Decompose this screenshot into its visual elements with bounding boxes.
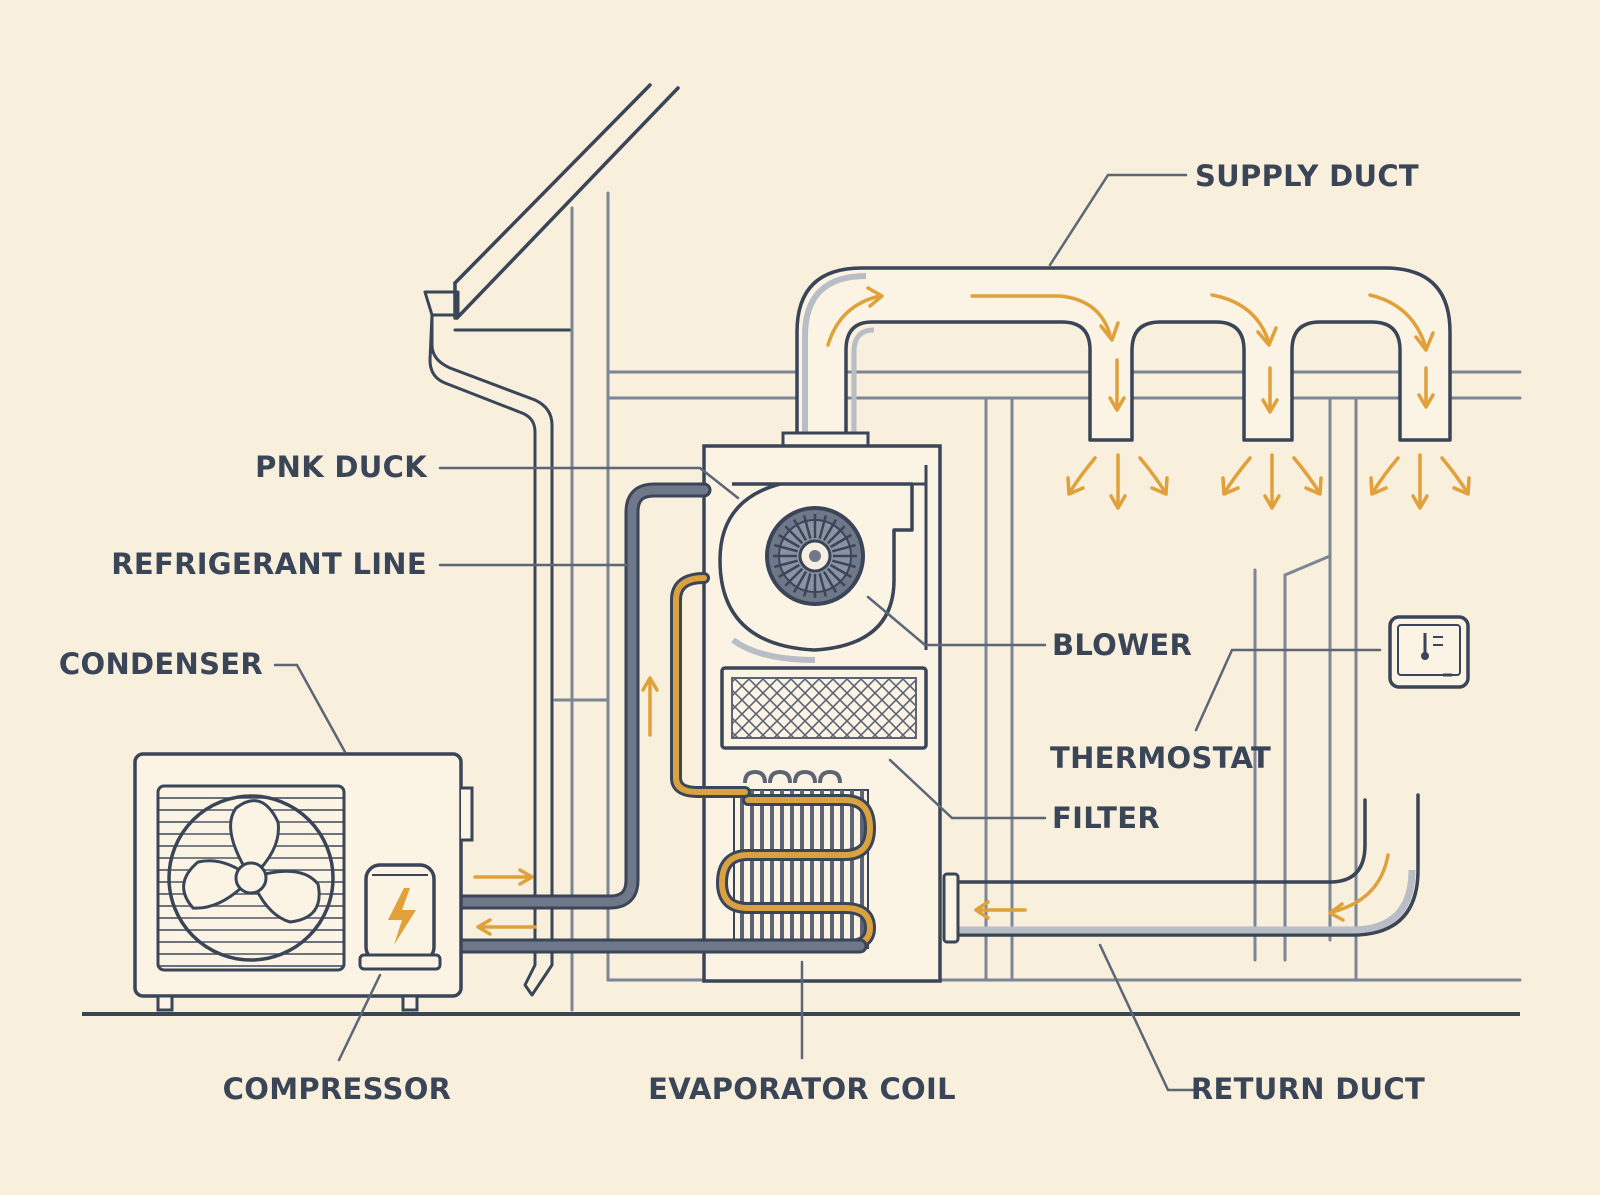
fan-icon	[167, 794, 335, 962]
blower-blade	[829, 563, 852, 579]
arrow-icon	[473, 286, 1471, 936]
refrigerant-lines	[447, 482, 868, 954]
house-structure	[453, 83, 1522, 1012]
lightning-bolt-icon	[388, 888, 416, 945]
blower-blade	[774, 543, 798, 553]
blower-blade	[826, 567, 846, 587]
blower-blade	[802, 515, 812, 539]
blower-blade	[826, 525, 846, 545]
leader-lines	[273, 173, 1382, 1092]
label-thermostat: THERMOSTAT	[1050, 741, 1271, 775]
blower-wheel-icon	[765, 506, 865, 606]
blower-blade	[778, 533, 801, 549]
blower-blade	[784, 567, 804, 587]
labels: SUPPLY DUCT PNK DUCK REFRIGERANT LINE CO…	[59, 159, 1425, 1106]
blower-blade	[784, 525, 804, 545]
crosshatch-mesh-icon	[720, 666, 928, 750]
thermometer-icon	[1388, 615, 1470, 689]
blower-blade	[792, 570, 808, 593]
supply-duct	[795, 266, 1452, 442]
compressor-graphic	[358, 863, 442, 971]
label-filter: FILTER	[1052, 801, 1160, 835]
label-condenser: CONDENSER	[59, 647, 263, 681]
blower-blade	[818, 515, 828, 539]
blower-blade	[818, 573, 828, 597]
blower-blade	[792, 519, 808, 542]
label-evaporator-coil: EVAPORATOR COIL	[648, 1072, 956, 1106]
blower-blade	[774, 559, 798, 569]
condenser-unit	[133, 752, 474, 1012]
blower-blade	[822, 570, 838, 593]
label-compressor: COMPRESSOR	[223, 1072, 452, 1106]
label-pnk-duck: PNK DUCK	[255, 450, 428, 484]
gutter-downspout	[423, 290, 554, 997]
blower-blade	[802, 573, 812, 597]
label-refrigerant-line: REFRIGERANT LINE	[111, 547, 427, 581]
label-blower: BLOWER	[1052, 628, 1192, 662]
return-duct	[942, 793, 1420, 944]
label-return-duct: RETURN DUCT	[1191, 1072, 1425, 1106]
air-handler	[702, 431, 942, 983]
label-supply-duct: SUPPLY DUCT	[1195, 159, 1419, 193]
blower-blade	[822, 519, 838, 542]
blower-blade	[832, 559, 856, 569]
blower-blade	[832, 543, 856, 553]
blower-blade	[829, 533, 852, 549]
blower-blade	[778, 563, 801, 579]
evaporator-coil-graphic	[715, 769, 877, 951]
